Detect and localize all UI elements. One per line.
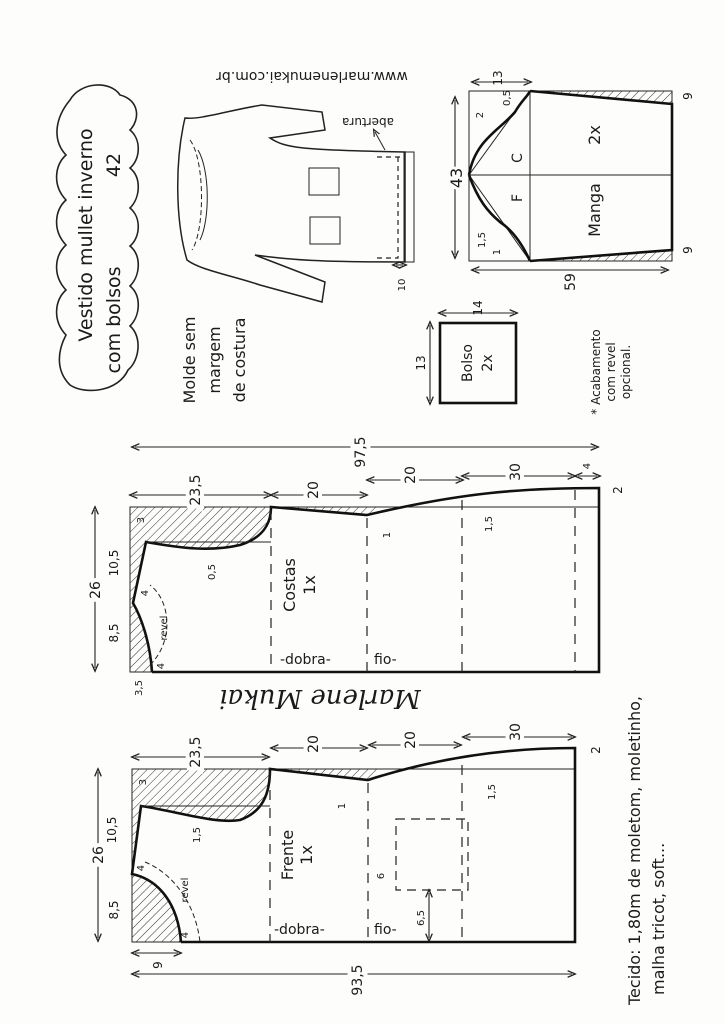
fabric-note: Tecido: 1,80m de moletom, moletinho, mal… xyxy=(625,696,668,1006)
pocket-label: Bolso xyxy=(460,344,476,382)
sleeve-hem-top-dim: 9 xyxy=(681,92,695,100)
sleeve-front-label: F xyxy=(510,194,526,202)
back-facing-label: revel xyxy=(159,616,170,641)
sleeve-width-dim: 43 xyxy=(447,168,466,188)
front-hip-dim: 1,5 xyxy=(487,784,498,800)
seam-note-line1: Molde sem xyxy=(180,317,199,404)
title-line2: com bolsos xyxy=(103,266,125,373)
back-seg3-dim: 20 xyxy=(403,466,419,484)
back-seg5-dim: 4 xyxy=(582,463,593,469)
back-waist-dim: 1 xyxy=(382,532,393,538)
opening-label: abertura xyxy=(342,115,394,129)
sleeve-label: Manga xyxy=(585,183,604,237)
back-seg4-dim: 30 xyxy=(508,463,524,481)
back-shoulder-dim: 10,5 xyxy=(107,550,121,577)
front-armhole-dim: 1,5 xyxy=(192,827,203,843)
finish-note-line1: * Acabamento xyxy=(589,329,603,414)
front-seg3-dim: 20 xyxy=(403,731,419,749)
back-armhole-dim: 0,5 xyxy=(207,564,218,580)
back-label: Costas xyxy=(280,558,299,612)
sketch-slit-dim: 10 xyxy=(397,279,408,292)
seam-note-line3: de costura xyxy=(230,318,249,403)
front-hem-rise-dim: 2 xyxy=(589,746,603,754)
front-shoulder-drop: 3 xyxy=(138,779,149,785)
signature: Marlene Mukai xyxy=(219,683,422,713)
back-grain-label: fio- xyxy=(374,652,397,668)
front-facing-dim: 4 xyxy=(180,932,191,938)
sleeve-count: 2x xyxy=(585,125,604,145)
pocket-pattern: Bolso 2x 13 14 xyxy=(414,300,516,403)
back-width-dim: 26 xyxy=(88,581,104,599)
fabric-line1: Tecido: 1,80m de moletom, moletinho, xyxy=(625,696,644,1006)
back-seg2-dim: 20 xyxy=(306,481,322,499)
sleeve-cap-dim: 13 xyxy=(491,70,505,85)
sleeve-front-in: 1 xyxy=(492,249,503,255)
back-neck-dim: 8,5 xyxy=(107,623,121,642)
front-grain-label: fio- xyxy=(374,922,397,938)
back-total-dim: 97,5 xyxy=(353,436,369,467)
finish-note-line2: com revel xyxy=(604,342,618,401)
back-neck-depth: 3,5 xyxy=(134,680,145,696)
front-neck-dim: 8,5 xyxy=(107,900,121,919)
front-seg4-dim: 30 xyxy=(508,723,524,741)
pocket-width-dim: 13 xyxy=(414,355,428,370)
front-seg2-dim: 20 xyxy=(306,735,322,753)
sleeve-front-out: 1,5 xyxy=(477,232,488,248)
back-fold-label: -dobra- xyxy=(280,652,331,668)
seam-allowance-note: Molde sem margem de costura xyxy=(180,317,249,404)
back-seg1-dim: 23,5 xyxy=(188,474,204,505)
front-fold-label: -dobra- xyxy=(274,922,325,938)
sleeve-back-label: C xyxy=(510,153,526,163)
front-total-dim: 93,5 xyxy=(350,964,366,995)
finish-note-line3: opcional. xyxy=(619,345,633,399)
front-pattern-piece: 93,5 23,5 20 20 30 2 26 10,5 8,5 9 3 1,5… xyxy=(87,719,603,1000)
front-facing-label: revel xyxy=(180,878,191,903)
front-seg1-dim: 23,5 xyxy=(188,736,204,767)
sleeve-hem-bottom-dim: 9 xyxy=(681,246,695,254)
finish-note: * Acabamento com revel opcional. xyxy=(589,329,633,414)
sleeve-back-out: 2 xyxy=(475,112,486,118)
back-hem-rise-dim: 2 xyxy=(611,486,625,494)
fabric-line2: malha tricot, soft... xyxy=(649,843,668,995)
front-label: Frente xyxy=(278,830,297,880)
back-pattern-piece: 97,5 23,5 20 20 30 4 2 26 10,5 8,5 3 0,5… xyxy=(84,432,625,696)
dress-sketch: 10 abertura xyxy=(176,104,415,303)
back-count: 1x xyxy=(300,575,319,595)
front-pocket-fold-dim: 6,5 xyxy=(416,910,427,926)
title-line1: Vestido mullet inverno xyxy=(75,128,97,341)
title-size: 42 xyxy=(103,153,125,177)
back-facing2-dim: 4 xyxy=(140,590,151,596)
front-facing2-dim: 4 xyxy=(136,865,147,871)
sleeve-back-in: 0,5 xyxy=(502,90,513,106)
title-cloud: Vestido mullet inverno com bolsos 42 xyxy=(55,84,140,392)
front-waist-dim: 1 xyxy=(337,803,348,809)
pocket-height-dim: 14 xyxy=(471,300,485,315)
front-neck-width-dim: 9 xyxy=(151,961,165,969)
front-shoulder-dim: 10,5 xyxy=(105,817,119,844)
seam-note-line2: margem xyxy=(205,326,224,393)
pocket-count: 2x xyxy=(480,354,496,371)
website-text: www.marlenemukai.com.br xyxy=(216,68,408,84)
front-count: 1x xyxy=(297,845,316,865)
back-facing-dim: 4 xyxy=(156,663,167,669)
front-pocket-offset-dim: 6 xyxy=(376,873,387,879)
sleeve-pattern: Manga 2x C F 43 59 13 9 9 2 0,5 1,5 1 xyxy=(444,70,695,291)
back-hip-dim: 1,5 xyxy=(484,516,495,532)
front-width-dim: 26 xyxy=(91,846,107,864)
back-shoulder-drop: 3 xyxy=(136,517,147,523)
sleeve-length-dim: 59 xyxy=(563,273,579,291)
